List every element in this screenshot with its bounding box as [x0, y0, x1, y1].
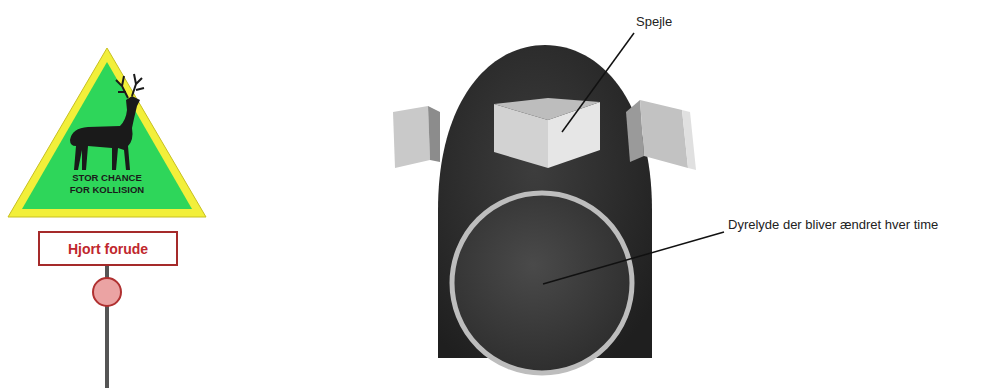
deer-silhouette — [70, 74, 144, 170]
pole-reflector — [93, 278, 121, 306]
part-label: Spejle — [636, 14, 672, 29]
sign-plate: Hjort forude — [38, 231, 178, 266]
mirror — [393, 106, 440, 168]
leader-line — [543, 232, 724, 284]
sign-border — [8, 48, 206, 217]
sign-face — [22, 62, 192, 209]
part-label: Dyrelyde der bliver ændret hver time — [728, 217, 938, 232]
sign-text: Hjort forude — [68, 241, 148, 257]
leader-line — [562, 33, 634, 132]
mirror — [494, 98, 600, 168]
warning-sign: STOR CHANCE FOR KOLLISION — [40, 172, 174, 212]
speaker — [452, 193, 632, 373]
mirror — [626, 100, 696, 170]
sign-text: STOR CHANCE FOR KOLLISION — [67, 172, 147, 196]
